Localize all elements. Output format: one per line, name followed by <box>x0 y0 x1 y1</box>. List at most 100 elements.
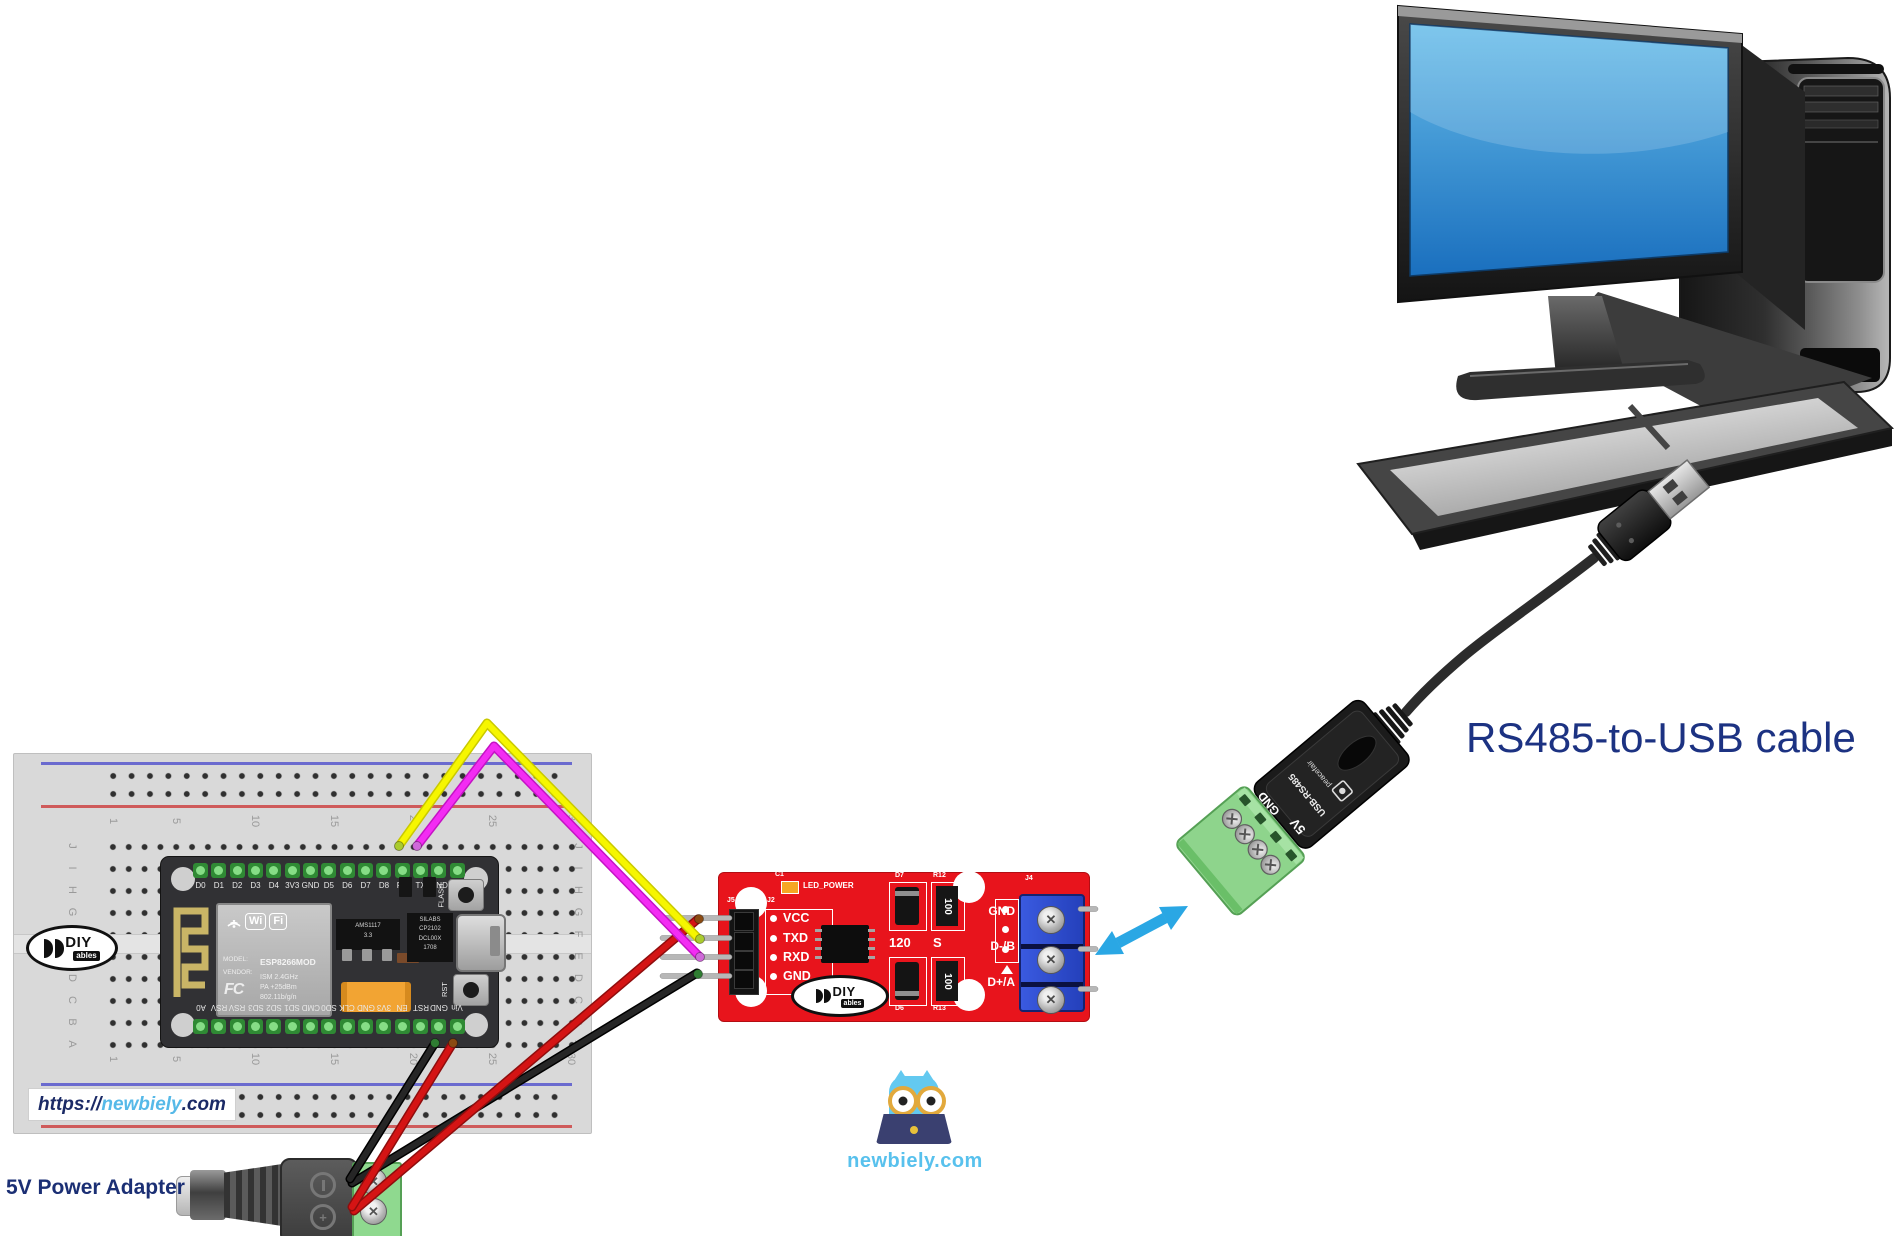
esp-pad <box>431 1019 447 1034</box>
url-suffix: .com <box>181 1093 226 1115</box>
silk-ref: J4 <box>1025 875 1033 882</box>
bb-row-letter: D <box>66 974 78 982</box>
esp-pin-label: CMD <box>301 1003 320 1012</box>
esp-pad <box>413 1019 429 1034</box>
micro-usb-connector <box>456 914 506 972</box>
connection-arrow <box>1095 906 1188 955</box>
bb-row-letter: B <box>66 1018 78 1026</box>
mount-hole <box>171 1013 195 1037</box>
terminal-screw: ✕ <box>360 1198 387 1225</box>
silk-ref: D7 <box>895 872 904 879</box>
bb-row-letter: C <box>66 996 78 1004</box>
esp-pad <box>339 1019 355 1034</box>
diyables-icon <box>824 989 832 1003</box>
esp-pin-label: D1 <box>213 881 224 890</box>
rail-line-blue-bottom <box>41 1083 572 1086</box>
silk-ref: R13 <box>933 1005 946 1012</box>
shield-vendor-label: VENDOR: <box>223 969 253 976</box>
esp-pin-label: RST <box>412 1003 429 1012</box>
esp-top-pads <box>193 863 465 878</box>
silk-dot <box>1002 906 1009 913</box>
bb-col-number: 25 <box>486 814 498 828</box>
esp-pin-label: D0 <box>195 881 206 890</box>
bb-row-letter: G <box>572 907 584 917</box>
smd-component <box>399 877 412 897</box>
terminal-screw: ✕ <box>1037 946 1065 974</box>
esp8266-nodemcu-board: D0 D1 D2 D3 D4 3V3 GND D5 D6 D7 D8 RX TX… <box>160 856 506 1048</box>
esp-pad <box>394 1019 410 1034</box>
bb-row-letter: D <box>572 974 584 982</box>
esp-pin-label: Vin <box>451 1003 464 1012</box>
cable-label: RS485-to-USB cable <box>1466 714 1856 761</box>
silk-dot <box>1002 926 1009 933</box>
adapter-brand: peacefair <box>1305 758 1333 789</box>
url-badge: https://newbiely.com <box>28 1088 236 1121</box>
bb-col-number: 30 <box>565 814 577 828</box>
esp-pin-label: CLK <box>339 1003 356 1012</box>
ic-pin <box>868 947 875 950</box>
module-pin-label-txd: TXD <box>783 931 808 945</box>
esp-pin-label: SD0 <box>321 1003 337 1012</box>
silk-ref: D6 <box>895 1005 904 1012</box>
terminal-screw: ✕ <box>360 1168 387 1195</box>
esp-pad <box>358 863 374 878</box>
esp-pad <box>413 863 429 878</box>
silk-dot <box>770 935 777 942</box>
wifi-text: Fi <box>269 913 288 930</box>
rst-button <box>453 974 489 1006</box>
ic-pin <box>868 938 875 941</box>
bb-col-number: 1 <box>107 817 119 825</box>
wifi-arcs-icon <box>227 919 241 928</box>
esp-pad <box>193 863 208 878</box>
ic-pin <box>868 929 875 932</box>
bb-col-number: 10 <box>249 814 261 828</box>
owl-laptop-dot <box>910 1126 918 1134</box>
silk-dot <box>770 954 777 961</box>
esp-pad <box>248 863 264 878</box>
bb-col-number: 5 <box>170 1055 182 1063</box>
bb-col-number: 15 <box>328 1052 340 1066</box>
bb-row-letter: A <box>572 1040 584 1048</box>
diyables-text: DIY <box>832 983 856 999</box>
monitor-base <box>1456 360 1705 401</box>
voltage-regulator-chip: AMS1117 3.3 <box>336 919 400 950</box>
bb-row-letter: C <box>572 996 584 1004</box>
terminal-label-d-a: D+/A <box>987 975 1015 989</box>
esp-pin-label: D6 <box>342 881 353 890</box>
smd-component <box>423 877 436 897</box>
esp-pad <box>431 863 447 878</box>
header-pin <box>734 932 754 951</box>
bb-row-letter: G <box>66 907 78 917</box>
silk-dot <box>770 973 777 980</box>
desktop-tower <box>1679 56 1891 393</box>
component-silkbox: 100 <box>931 882 965 931</box>
silk-dot <box>1002 946 1009 953</box>
resistor-100: 100 <box>936 886 958 926</box>
esp-pad <box>376 1019 392 1034</box>
minus-terminal-icon <box>310 1172 336 1198</box>
monitor <box>1397 4 1743 401</box>
terminal-screw: ✕ <box>1037 906 1065 934</box>
rail-line-red-top <box>41 805 572 808</box>
owl-eye <box>916 1086 946 1116</box>
led-power-label: LED_POWER <box>803 881 854 890</box>
diode-band <box>895 991 919 996</box>
esp-pin-label: D5 <box>323 881 335 890</box>
power-adapter-terminal: ✕ ✕ <box>352 1162 402 1236</box>
bb-col-number: 20 <box>407 814 419 828</box>
module-pin-header <box>729 909 759 995</box>
esp-pad <box>248 1019 264 1034</box>
rst-button-label: RST <box>440 982 449 997</box>
esp-pad <box>229 863 245 878</box>
resistor-100: 100 <box>936 961 958 1001</box>
esp-pad <box>266 863 282 878</box>
usb-plug <box>1588 459 1711 567</box>
esp-pad <box>339 863 355 878</box>
monitor-stand <box>1548 296 1624 376</box>
rail-line-blue-top <box>41 762 572 765</box>
url-name: newbiely <box>101 1093 182 1115</box>
mount-hole <box>953 871 985 903</box>
bb-col-number: 5 <box>170 817 182 825</box>
usb-uart-chip: SILABS CP2102 DCL00X 1708 <box>407 913 453 962</box>
